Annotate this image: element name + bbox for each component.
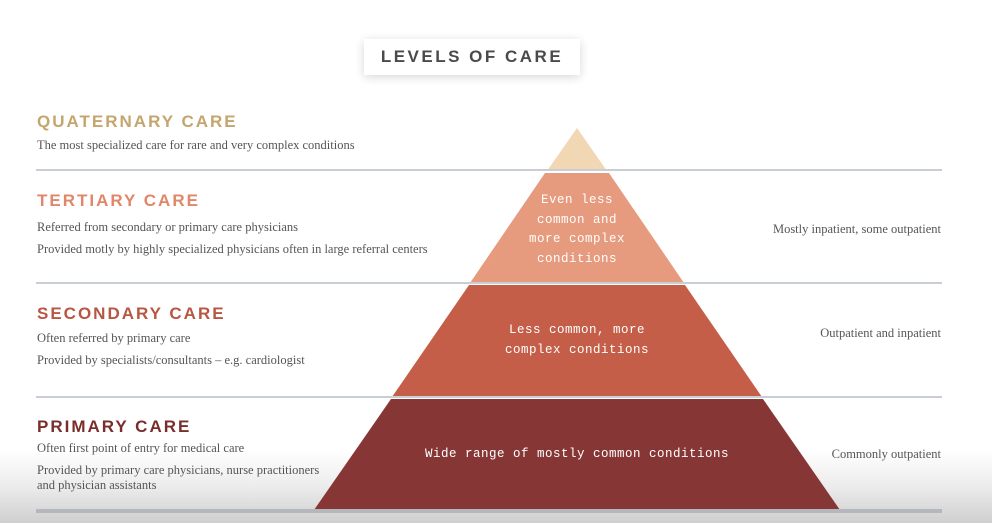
pyramid-segment-quaternary	[547, 128, 607, 171]
level-description: Provided by specialists/consultants – e.…	[37, 353, 305, 367]
care-setting-primary: Commonly outpatient	[831, 447, 941, 461]
separator-line	[36, 396, 942, 398]
care-setting-tertiary: Mostly inpatient, some outpatient	[772, 222, 941, 236]
level-title-secondary: SECONDARY CARE	[37, 304, 226, 323]
separator-line	[36, 282, 942, 284]
separator-line	[36, 169, 942, 171]
level-description: The most specialized care for rare and v…	[37, 138, 355, 152]
diagram-title: LEVELS OF CARE	[380, 47, 564, 66]
pyramid-segment-tertiary	[470, 173, 684, 283]
level-description: Often referred by primary care	[37, 331, 191, 345]
pyramid-segment-primary	[314, 399, 840, 510]
level-description: Provided by primary care physicians, nur…	[37, 463, 320, 492]
pyramid-segment-secondary	[392, 285, 762, 397]
level-title-tertiary: TERTIARY CARE	[37, 191, 200, 210]
pyramid-label-primary: Wide range of mostly common conditions	[424, 447, 730, 461]
separator-line	[36, 509, 942, 513]
pyramid-label-tertiary: Even less common and more complex condit…	[528, 193, 625, 266]
level-title-primary: PRIMARY CARE	[37, 417, 192, 436]
level-description: Often first point of entry for medical c…	[37, 441, 245, 455]
level-description: Provided motly by highly specialized phy…	[37, 242, 428, 256]
care-setting-secondary: Outpatient and inpatient	[820, 326, 941, 340]
level-description: Referred from secondary or primary care …	[37, 220, 298, 234]
pyramid-label-secondary: Less common, more complex conditions	[504, 323, 650, 357]
title-box: LEVELS OF CARE	[364, 39, 580, 75]
level-title-quaternary: QUATERNARY CARE	[37, 112, 238, 131]
